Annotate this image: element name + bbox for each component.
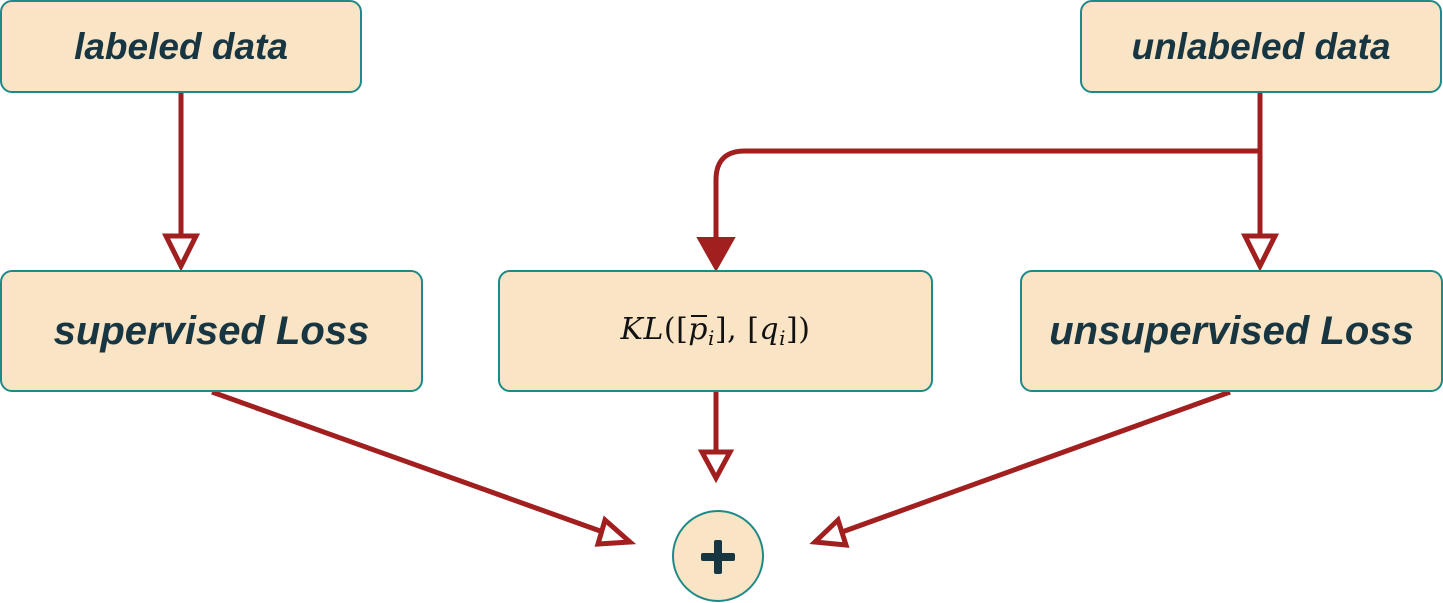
kl-formula: KL([pi], [qi]): [620, 312, 811, 350]
kl-divergence-node: KL([pi], [qi]): [498, 270, 933, 392]
arrowhead-kl: [696, 237, 736, 273]
supervised-loss-label: supervised Loss: [53, 308, 370, 353]
arrowhead-kl-to-sum: [697, 449, 735, 484]
arrowhead-supervised: [161, 233, 201, 272]
plus-icon-vertical: [714, 540, 722, 574]
edge-unsupervised-to-sum: [841, 389, 1231, 535]
unsupervised-loss-label: unsupervised Loss: [1049, 308, 1414, 353]
unlabeled-data-label: unlabeled data: [1131, 25, 1391, 67]
edge-supervised-to-sum: [211, 389, 604, 535]
edge-unlabeled-to-kl: [713, 148, 1260, 242]
unsupervised-loss-node: unsupervised Loss: [1020, 270, 1443, 392]
unlabeled-data-node: unlabeled data: [1080, 0, 1442, 93]
arrowhead-unsupervised-to-sum: [809, 515, 850, 548]
arrowhead-supervised-to-sum: [594, 515, 637, 547]
labeled-data-node: labeled data: [0, 0, 362, 93]
sum-node: [672, 510, 764, 602]
supervised-loss-node: supervised Loss: [0, 270, 423, 392]
labeled-data-label: labeled data: [74, 25, 288, 67]
arrowhead-unsupervised: [1240, 233, 1280, 272]
